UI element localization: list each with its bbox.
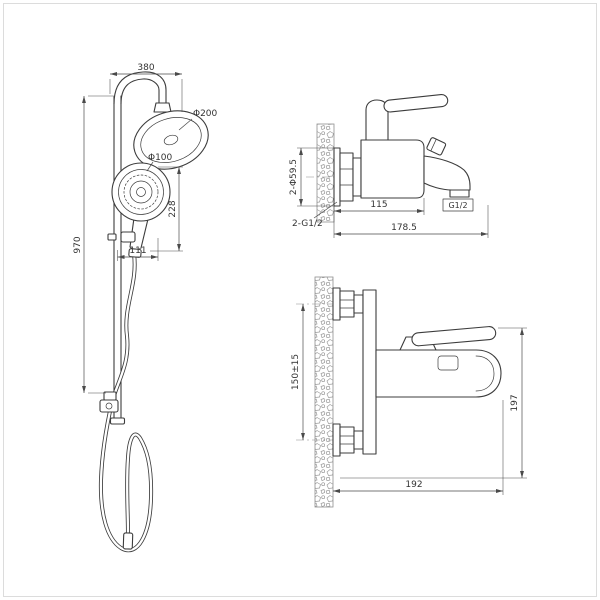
dim-197-label: 197: [510, 394, 520, 411]
dim-flange-diameter: 2-Φ59.5: [289, 147, 334, 207]
label-2g12: 2-G1/2: [292, 219, 323, 229]
aerator: [449, 189, 470, 198]
dim-height-970: 970: [73, 95, 113, 394]
dim-178-5-label: 178.5: [391, 223, 417, 233]
callout-outlet-thread: G1/2: [442, 198, 474, 212]
shower-arm: [113, 71, 172, 113]
mixer-body-side: [360, 99, 425, 199]
label-phi100: Φ100: [148, 153, 173, 163]
dim-111: 111: [117, 238, 159, 261]
inlet-connector-top: [332, 287, 364, 321]
dim-192-label: 192: [405, 480, 422, 490]
callout-head-diameter: Φ200: [178, 109, 218, 131]
callout-hand-shower-diameter: Φ100: [146, 153, 173, 172]
dim-150-label: 150±15: [291, 354, 301, 390]
dim-inlet-spacing: 150±15: [291, 304, 305, 440]
hand-shower-holder: [107, 231, 136, 243]
page-border: [3, 3, 597, 597]
dim-228-label: 228: [168, 200, 178, 217]
mixer-body-front: [375, 349, 502, 398]
dim-970-label: 970: [73, 236, 83, 253]
overhead-shower-head: [133, 110, 209, 170]
shower-hose: [98, 252, 154, 553]
dim-192: 192: [333, 400, 504, 495]
dim-197: 197: [340, 327, 527, 479]
wall-section-front: [314, 276, 334, 508]
lower-hose-bracket: [99, 391, 119, 413]
bath-mixer-side-view: G1/2 2-Φ59.5 2-G1/2 115 178.5: [289, 94, 489, 238]
dim-111-label: 111: [129, 246, 146, 256]
dim-380-label: 380: [137, 63, 154, 73]
dim-228: 228: [150, 166, 183, 252]
bath-mixer-front-view: 150±15 197 192: [291, 276, 527, 508]
spout-side: [423, 155, 471, 198]
wall-section-side: [316, 123, 335, 223]
label-g12-outlet: G1/2: [448, 201, 467, 210]
shower-column-drawing: 380 970 228 111 Φ200: [73, 63, 218, 553]
dim-115-label: 115: [370, 200, 387, 210]
diverter-knob: [426, 137, 447, 156]
label-phi200: Φ200: [193, 109, 218, 119]
callout-inlet-thread: 2-G1/2: [292, 201, 338, 229]
dim-178-5: 178.5: [334, 205, 489, 238]
mounting-flange: [333, 147, 362, 207]
dim-top-width-380: 380: [109, 63, 183, 112]
mixer-handle-side: [383, 94, 449, 113]
mixer-handle-front: [399, 326, 497, 351]
inlet-connector-bottom: [332, 423, 364, 457]
hose-end-fitting: [122, 532, 134, 550]
dim-2phi59-label: 2-Φ59.5: [289, 159, 299, 195]
manifold-plate: [362, 289, 377, 455]
